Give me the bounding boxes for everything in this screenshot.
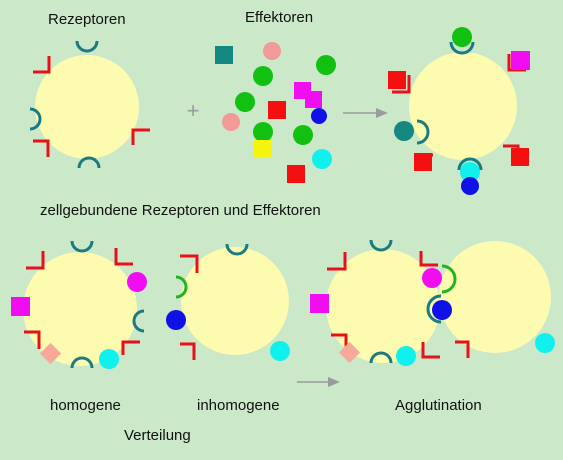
effector-cyan-circle: [535, 333, 555, 353]
arrow-right-icon: [297, 377, 340, 387]
receptor-cup-teal: [225, 243, 249, 256]
effector-pink-circle: [222, 113, 240, 131]
receptor-corner-red: [26, 251, 45, 270]
effector-magenta-circle: [422, 268, 442, 288]
effector-cyan-circle: [312, 149, 332, 169]
effector-cyan-circle: [460, 162, 480, 182]
agglutination-group: [310, 239, 555, 366]
receptor-corner-red: [180, 254, 199, 273]
cell-body: [23, 252, 137, 366]
label-agglutination: Agglutination: [395, 397, 482, 414]
cell-body: [439, 241, 551, 353]
receptor-corner-red: [327, 252, 347, 271]
effector-cyan-circle: [396, 346, 416, 366]
receptor-cup-teal: [457, 157, 483, 171]
receptor-corner-red: [419, 251, 438, 267]
receptor-corner-red: [421, 342, 440, 359]
receptor-cup-teal: [449, 41, 475, 55]
receptor-cup-teal: [416, 119, 430, 145]
receptor-corner-red: [33, 139, 50, 157]
label-effectors: Effektoren: [245, 9, 314, 26]
label-receptors: Rezeptoren: [48, 11, 126, 28]
effector-magenta-square: [511, 51, 530, 70]
effector-blue-circle: [432, 300, 452, 320]
label-cell-bound: zellgebundene Rezeptoren und Effektoren: [40, 202, 321, 219]
cell-body: [409, 52, 517, 160]
receptor-cup-teal: [29, 107, 42, 131]
effectors-group: [215, 42, 336, 183]
receptor-cup-teal: [132, 309, 145, 333]
effector-green-circle: [293, 125, 313, 145]
label-distribution: Verteilung: [124, 427, 191, 444]
cell-body: [35, 55, 139, 159]
receptor-cell-group: [29, 40, 150, 169]
effector-pink-circle: [263, 42, 281, 60]
effector-red-square: [388, 71, 406, 89]
label-inhomogeneous: inhomogene: [197, 397, 280, 414]
receptor-cup-teal: [369, 239, 393, 252]
label-homogeneous: homogene: [50, 397, 121, 414]
receptor-corner-red: [33, 56, 51, 74]
effector-red-square: [414, 153, 432, 171]
receptor-cup-teal: [426, 294, 442, 324]
receptor-cup-green: [175, 275, 188, 299]
arrow-right-icon: [343, 108, 388, 118]
receptor-corner-red: [131, 128, 150, 145]
effector-green-circle: [316, 55, 336, 75]
receptor-corner-red: [392, 75, 411, 94]
effector-blue-circle: [166, 310, 186, 330]
effector-cyan-circle: [99, 349, 119, 369]
effector-red-square: [268, 101, 286, 119]
effector-green-circle: [235, 92, 255, 112]
effector-blue-circle: [461, 177, 479, 195]
effector-green-circle: [253, 122, 273, 142]
effector-cyan-circle: [270, 341, 290, 361]
effector-blue-circle: [311, 108, 327, 124]
effector-magenta-square: [305, 91, 322, 108]
receptor-cup-teal: [70, 356, 94, 369]
effector-magenta-circle: [127, 272, 147, 292]
receptor-corner-red: [24, 330, 41, 349]
receptor-corner-red: [455, 340, 470, 358]
receptor-cup-teal: [75, 40, 99, 53]
effector-red-square: [287, 165, 305, 183]
effector-teal-square: [215, 46, 233, 64]
homogeneous-cell-group: [11, 240, 147, 369]
inhomogeneous-cell-group: [166, 243, 290, 361]
effector-green-circle: [452, 27, 472, 47]
effector-teal-circle: [394, 121, 414, 141]
effector-magenta-square: [11, 297, 30, 316]
receptor-cup-teal: [369, 351, 393, 364]
effector-magenta-square: [310, 294, 329, 313]
receptor-corner-red: [121, 340, 140, 355]
receptor-cup-teal: [70, 240, 94, 253]
cell-body: [181, 247, 289, 355]
svg-text:+: +: [187, 98, 200, 123]
effector-red-square: [511, 148, 529, 166]
effector-yellow-square: [254, 140, 271, 157]
receptor-corner-red: [180, 342, 196, 360]
bound-cell-group: [388, 27, 530, 195]
receptor-corner-red: [114, 248, 133, 266]
effector-green-circle: [253, 66, 273, 86]
cell-body: [326, 249, 440, 363]
receptor-cup-green: [441, 264, 457, 294]
plus-icon: +: [187, 98, 200, 123]
receptor-cup-teal: [77, 156, 101, 169]
